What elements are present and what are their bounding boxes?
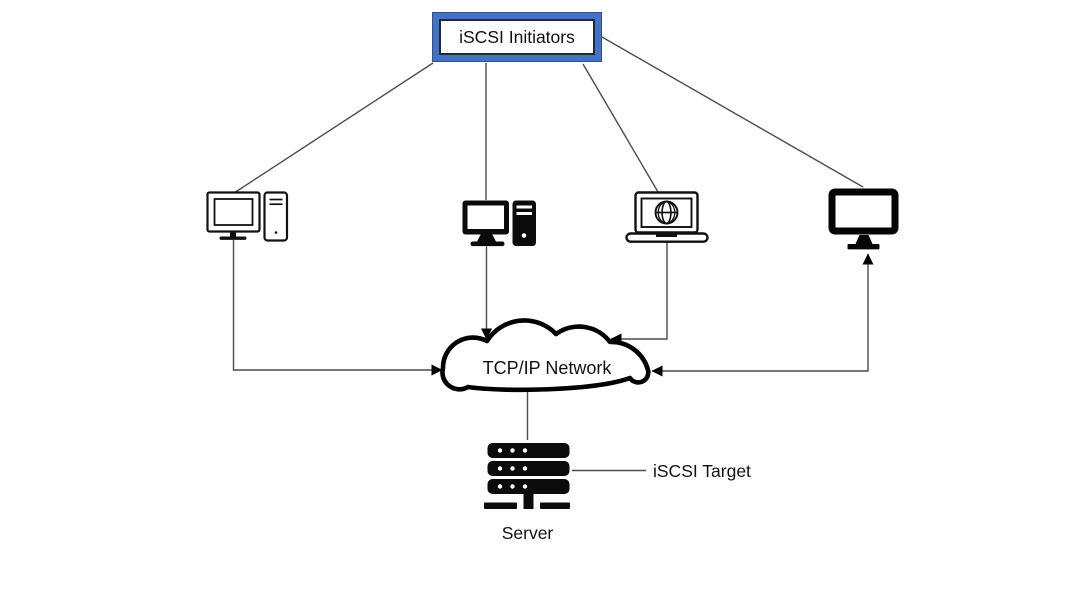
connector-monitor-to-cloud (651, 253, 874, 377)
connector-box-to-monitor (601, 36, 864, 188)
box-to-device-connectors (233, 36, 864, 200)
connector-laptop-to-cloud (610, 242, 668, 345)
globe-icon (654, 200, 679, 225)
iscsi-target-label: iSCSI Target (653, 461, 751, 481)
connector-pc1-to-cloud (232, 240, 443, 376)
connector-box-to-pc1 (233, 62, 434, 194)
device-to-cloud-connectors (232, 240, 874, 472)
iscsi-initiators-label: iSCSI Initiators (459, 26, 575, 47)
iscsi-initiators-box-inner: iSCSI Initiators (439, 19, 595, 55)
connector-box-to-laptop (582, 63, 659, 193)
desktop-pc-outline-icon (206, 191, 289, 242)
laptop-globe-icon (625, 191, 709, 243)
desktop-pc-solid-icon (462, 200, 536, 247)
monitor-display-icon (828, 188, 899, 250)
server-label: Server (501, 523, 554, 543)
iscsi-initiators-box: iSCSI Initiators (432, 12, 602, 62)
server-rack-icon (484, 443, 570, 509)
tcpip-cloud-shape (440, 318, 651, 393)
tcpip-network-label: TCP/IP Network (482, 358, 612, 378)
